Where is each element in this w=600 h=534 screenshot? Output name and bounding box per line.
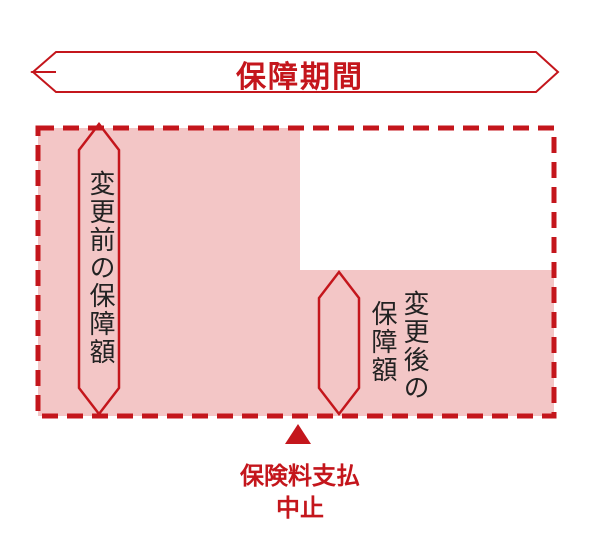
coverage-dashed-frame <box>35 125 557 419</box>
coverage-period-label: 保障期間 <box>236 60 364 95</box>
before-amount-label: 変更前の保障額 <box>85 170 115 366</box>
after-amount-arrow <box>317 269 361 417</box>
before-amount-arrow <box>77 121 121 417</box>
after-amount-label-line1: 変更後の <box>399 290 429 402</box>
coverage-period-arrow <box>30 51 560 93</box>
payment-stop-label-line2: 中止 <box>276 494 324 522</box>
after-coverage-area <box>300 270 554 416</box>
payment-stop-label-line1: 保険料支払 <box>240 462 360 490</box>
after-amount-label-line2: 保障額 <box>367 300 397 384</box>
before-coverage-area <box>38 128 300 416</box>
payment-stop-marker <box>285 424 311 444</box>
